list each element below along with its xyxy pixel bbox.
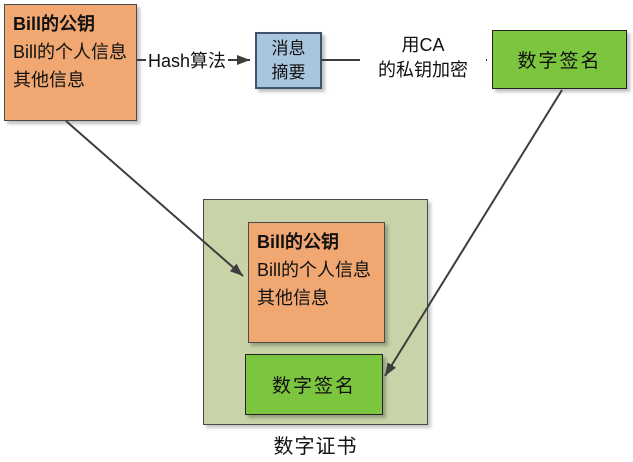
hash-algorithm-label: Hash算法 xyxy=(146,47,229,73)
ca-encrypt-label-line-1: 用CA xyxy=(401,35,445,55)
message-digest-box: 消息 摘要 xyxy=(255,32,322,89)
digest-line-2: 摘要 xyxy=(271,62,306,82)
certificate-caption: 数字证书 xyxy=(273,436,358,458)
certificate-container: Bill的公钥 Bill的个人信息 其他信息 数字签名 xyxy=(203,199,428,425)
bill-public-key-label: Bill的公钥 xyxy=(13,14,96,34)
certificate-other-info-label: 其他信息 xyxy=(257,288,329,308)
ca-encrypt-label-line-2: 的私钥加密 xyxy=(378,60,468,80)
ca-encrypt-label: 用CA 的私钥加密 xyxy=(360,33,486,83)
digest-line-1: 消息 xyxy=(271,38,306,58)
digital-signature-box: 数字签名 xyxy=(492,30,627,89)
bill-personal-info-label: Bill的个人信息 xyxy=(13,42,128,62)
certificate-info-box: Bill的公钥 Bill的个人信息 其他信息 xyxy=(248,222,385,343)
bill-info-box: Bill的公钥 Bill的个人信息 其他信息 xyxy=(4,4,137,121)
other-info-label: 其他信息 xyxy=(13,70,85,90)
certificate-signature-box: 数字签名 xyxy=(245,354,383,415)
certificate-personal-info-label: Bill的个人信息 xyxy=(257,260,372,280)
certificate-public-key-label: Bill的公钥 xyxy=(257,232,340,252)
